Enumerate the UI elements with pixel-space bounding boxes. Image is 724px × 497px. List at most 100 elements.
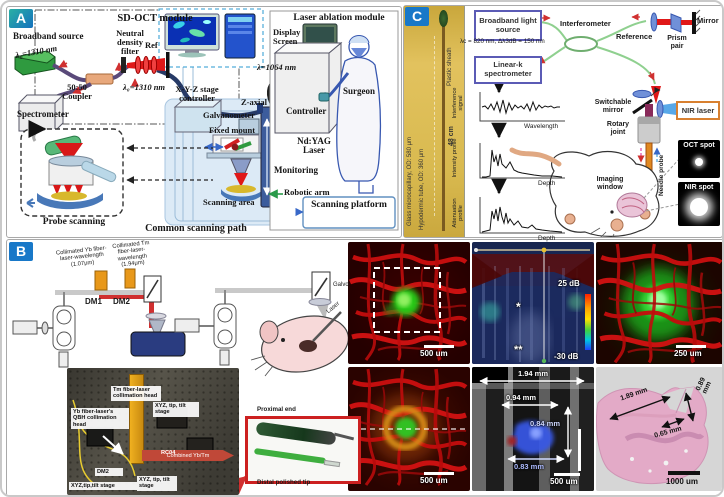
scalebar bbox=[424, 345, 454, 348]
scalebar bbox=[554, 473, 580, 476]
plot1-ylabel: Interference signal bbox=[452, 87, 464, 119]
image-histology: 1.89 mm 0.89 mm 0.65 mm 1000 um bbox=[596, 367, 722, 491]
rotary-joint-label: Rotary joint bbox=[606, 121, 630, 136]
scalebar bbox=[424, 472, 454, 475]
robotic-arm-label: Robotic arm bbox=[284, 187, 330, 197]
interferometer-label: Interferometer bbox=[560, 19, 611, 28]
reference-label: Reference bbox=[616, 32, 653, 41]
needle-photo bbox=[404, 6, 465, 237]
display-screen-label: Display Screen bbox=[273, 27, 301, 46]
plastic-sheath-label: Plastic sheath bbox=[446, 47, 453, 86]
nir-spot-box: NIR spot bbox=[678, 182, 720, 226]
panel-b-drawing bbox=[12, 268, 350, 495]
double-star-annotation: ** bbox=[514, 344, 523, 356]
nir-spot-dot bbox=[690, 198, 708, 216]
nir-spot-label: NIR spot bbox=[684, 184, 714, 191]
measure-mid-label: 0.94 mm bbox=[506, 393, 537, 402]
scalebar bbox=[668, 471, 700, 475]
star-annotation: * bbox=[516, 300, 521, 314]
measure-top-label: 1.94 mm bbox=[517, 369, 549, 378]
spectrometer-label: Spectrometer bbox=[17, 109, 69, 119]
image-oct-volume: 25 dB -30 dB * ** bbox=[472, 242, 594, 364]
rc04-label: RC04 bbox=[161, 450, 176, 456]
ndyag-label: Nd:YAG Laser bbox=[297, 136, 331, 156]
panel-b: B bbox=[6, 239, 722, 495]
measure-depth-label: 0.84 mm bbox=[530, 419, 561, 428]
needle-hub bbox=[438, 10, 448, 27]
probe-distal-tip bbox=[323, 459, 341, 468]
colorbar-min-label: -30 dB bbox=[554, 352, 579, 361]
proximal-end-label: Proximal end bbox=[257, 406, 296, 413]
surgeon-label: Surgeon bbox=[343, 86, 376, 96]
probe-scanning-label: Probe scanning bbox=[42, 217, 106, 227]
xyz-stage-label: X-Y-Z stage controller bbox=[175, 84, 219, 103]
measure-bottom-label: 0.83 mm bbox=[514, 462, 545, 471]
tm-collimated-label: Collimated Tm fiber-laser-wavelength (1.… bbox=[112, 240, 150, 269]
imaging-window-label: Imaging window bbox=[596, 176, 624, 191]
colorbar-max-label: 25 dB bbox=[558, 279, 580, 288]
scalebar bbox=[676, 345, 706, 348]
scanning-area-label: Scanning area bbox=[203, 197, 255, 207]
broadband-light-source-box: Broadband light source bbox=[474, 10, 542, 41]
nir-laser-box: NIR laser bbox=[676, 101, 720, 120]
panel-c-tag: C bbox=[405, 7, 430, 26]
plot2-xlabel: Depth bbox=[538, 180, 556, 187]
optical-table-photo: Combined Yb/Tm Yb fiber-laser's QBH coll… bbox=[67, 368, 239, 495]
plot3-ylabel: Attenuation profile bbox=[452, 198, 464, 228]
probe-distal-body bbox=[253, 448, 327, 464]
image-oct-angiogram-post: 500 um bbox=[348, 367, 470, 491]
plot2-ylabel: Intensity profile bbox=[452, 138, 458, 178]
hypodermic-tube-label: Hypodermic tube, OD: 360 μm bbox=[419, 148, 425, 230]
broadband-source-label: Broadband source bbox=[13, 31, 84, 41]
sdoct-title: SD-OCT module bbox=[117, 13, 193, 24]
colorbar bbox=[585, 294, 591, 350]
stage-bottom-left-label: XYZ,tip,tilt stage bbox=[69, 482, 137, 491]
scalebar-label: 500 um bbox=[420, 476, 448, 485]
source-specs-label: λc = 820 nm, Δλ3dB = 150 nm bbox=[460, 38, 545, 45]
probe-photo-box bbox=[245, 416, 361, 484]
ref-label: Ref bbox=[145, 40, 158, 50]
z-axial-label: Z-axial bbox=[241, 97, 267, 107]
combined-beam-arrow: Combined Yb/Tm bbox=[142, 450, 234, 461]
coupler-label: 50:50 Coupler bbox=[62, 82, 92, 101]
plot1-xlabel: Wavelength bbox=[524, 123, 559, 130]
dm2-label: DM2 bbox=[113, 297, 130, 306]
probe-proximal-body bbox=[255, 421, 337, 446]
galvanometer-label: Galvanometer bbox=[203, 110, 255, 120]
needle-shaft bbox=[442, 11, 445, 231]
panel-a-drawing bbox=[14, 8, 399, 231]
laser-ablation-title: Laser ablation module bbox=[293, 13, 385, 23]
oct-spot-box: OCT spot bbox=[678, 140, 720, 178]
scalebar-label: 500 um bbox=[550, 477, 578, 486]
scalebar-label: 500 um bbox=[420, 349, 448, 358]
scanning-platform-label: Scanning platform bbox=[311, 200, 387, 210]
image-oct-angiogram-pre: 500 um bbox=[348, 242, 470, 364]
image-fluorescence-lesion: 250 um bbox=[596, 242, 722, 364]
tm-head-label: Tm fiber-laser collimation head bbox=[111, 386, 161, 401]
sheath-outline bbox=[434, 36, 436, 216]
linear-k-spectrometer-box: Linear-k spectrometer bbox=[474, 56, 542, 84]
monitoring-label: Monitoring bbox=[274, 165, 318, 175]
fixed-mount-label: Fixed mount bbox=[209, 125, 256, 135]
ndf-label: Neutral density filter bbox=[116, 28, 144, 56]
controller-label: Controller bbox=[286, 106, 327, 116]
glass-capillary-label: Glass microcapillary, OD: 580 μm bbox=[407, 136, 413, 226]
distal-tip-label: Distal polished tip bbox=[257, 479, 311, 486]
plot3-xlabel: Depth bbox=[538, 235, 556, 242]
image-oct-bscan: 1.94 mm 0.94 mm 0.84 mm 0.83 mm 500 um bbox=[472, 367, 594, 491]
needle-probe-label: Needle probe bbox=[658, 154, 665, 196]
probe-cable bbox=[333, 432, 355, 441]
lambda-ablation-label: λ=1064 nm bbox=[257, 62, 297, 72]
common-scanning-path-label: Common scanning path bbox=[145, 223, 247, 234]
stage-top-label: XYZ, tip, tilt stage bbox=[153, 402, 199, 417]
dm2-photo-label: DM2 bbox=[95, 468, 123, 477]
panel-a-tag: A bbox=[9, 9, 34, 28]
panel-b-tag: B bbox=[9, 242, 34, 261]
lambda-sample-label: λ₀=1310 nm bbox=[123, 82, 166, 92]
galvo-label: Galvo bbox=[333, 282, 349, 288]
stage-bottom-mid-label: XYZ, tip, tilt stage bbox=[137, 476, 177, 491]
yb-head-label: Yb fiber-laser's QBH collimation head bbox=[71, 408, 129, 430]
oct-spot-label: OCT spot bbox=[683, 142, 715, 149]
prism-pair-label: Prism pair bbox=[667, 35, 687, 50]
